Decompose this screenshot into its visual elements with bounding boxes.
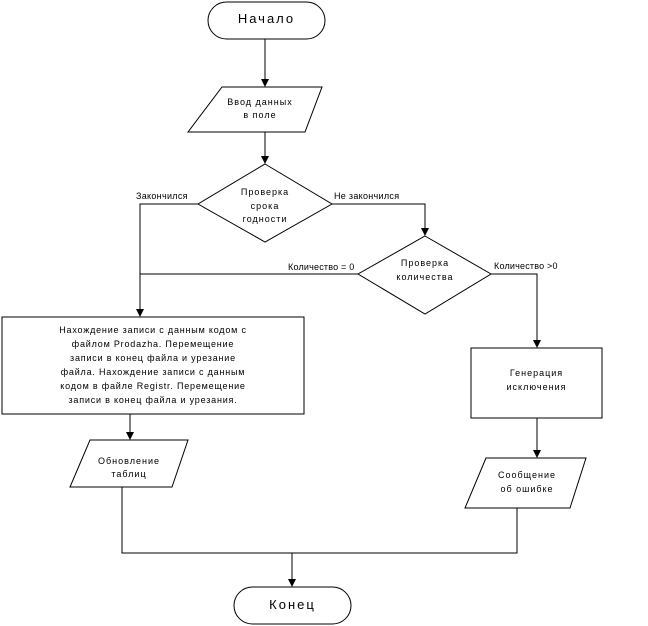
branch-not-ended-label: Не закончился bbox=[334, 191, 400, 201]
exception-label: Генерация исключения bbox=[506, 368, 567, 393]
branch-qty-zero-label: Количество = 0 bbox=[288, 262, 355, 272]
find-records-label: Нахождение записи с данным кодом с файло… bbox=[59, 325, 247, 405]
quantity-decision-label: Проверка количества bbox=[396, 258, 454, 283]
update-tables-parallelogram bbox=[69, 439, 189, 488]
update-tables-label: Обновление таблиц bbox=[98, 456, 160, 480]
exception-process bbox=[470, 347, 603, 419]
error-message-label: Сообщение об ошибке bbox=[498, 470, 556, 495]
find-records-process bbox=[1, 316, 305, 415]
input-parallelogram bbox=[186, 86, 323, 133]
branch-ended-label: Закончился bbox=[136, 191, 188, 201]
branch-qty-positive-label: Количество >0 bbox=[494, 261, 558, 271]
end-label: Конец bbox=[269, 597, 316, 612]
connector-update-merge bbox=[121, 487, 292, 554]
connector-expiry-ended bbox=[136, 203, 198, 317]
start-label: Начало bbox=[237, 11, 296, 26]
input-label: Ввод данных в поле bbox=[227, 97, 293, 121]
start-terminator bbox=[207, 1, 326, 40]
expiry-decision-label: Проверка срока годности bbox=[240, 187, 290, 224]
error-message-parallelogram bbox=[464, 457, 587, 509]
connector-expiry-not-ended bbox=[332, 203, 429, 236]
quantity-decision-diamond bbox=[357, 235, 492, 315]
connector-qty-positive bbox=[491, 273, 541, 348]
connector-error-merge bbox=[292, 508, 518, 554]
end-terminator bbox=[233, 586, 352, 625]
expiry-decision-diamond bbox=[197, 163, 333, 243]
